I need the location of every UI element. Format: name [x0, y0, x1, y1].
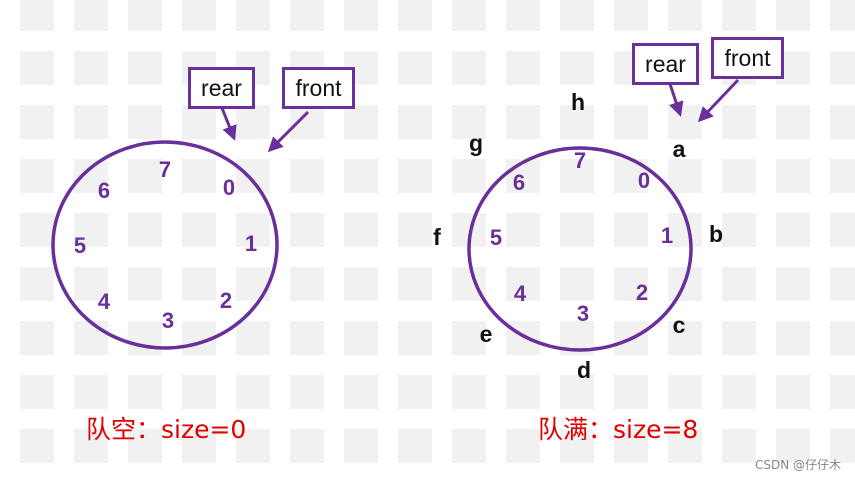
- full-slot-2: 2: [636, 280, 648, 305]
- empty-slot-5: 5: [74, 233, 86, 258]
- full-slot-0: 0: [638, 168, 650, 193]
- full-front-label: front: [724, 44, 771, 71]
- full-slot-3: 3: [577, 301, 589, 326]
- empty-front-pointer-box: front: [282, 67, 355, 109]
- empty-front-label: front: [295, 74, 342, 101]
- empty-slot-4: 4: [98, 289, 111, 314]
- full-slot-6: 6: [513, 170, 525, 195]
- empty-queue-slot-labels: 0 1 2 3 4 5 6 7: [74, 157, 257, 333]
- empty-slot-6: 6: [98, 178, 110, 203]
- empty-rear-label: rear: [201, 74, 242, 101]
- empty-queue-ring: [51, 140, 279, 350]
- full-queue-element-labels: a b c d e f g h: [433, 89, 723, 383]
- full-front-pointer-box: front: [711, 37, 784, 79]
- full-slot-1: 1: [661, 223, 673, 248]
- full-front-arrow: [697, 78, 740, 123]
- element-a: a: [673, 136, 686, 162]
- empty-rear-pointer-box: rear: [188, 67, 255, 109]
- full-rear-arrow: [668, 83, 684, 117]
- full-rear-pointer-box: rear: [632, 43, 699, 85]
- element-d: d: [577, 357, 591, 383]
- empty-front-arrow: [267, 110, 310, 153]
- element-h: h: [571, 89, 585, 115]
- empty-slot-3: 3: [162, 308, 174, 333]
- empty-queue-caption: 队空：size=0: [86, 415, 247, 444]
- empty-rear-arrow: [220, 107, 237, 141]
- full-queue-ring: [467, 146, 693, 352]
- full-queue-slot-labels: 0 1 2 3 4 5 6 7: [490, 148, 673, 326]
- full-rear-label: rear: [645, 50, 686, 77]
- full-slot-7: 7: [574, 148, 586, 173]
- empty-slot-1: 1: [245, 231, 257, 256]
- empty-slot-7: 7: [159, 157, 171, 182]
- element-e: e: [480, 321, 493, 347]
- element-c: c: [673, 312, 686, 338]
- element-g: g: [469, 130, 483, 156]
- element-b: b: [709, 221, 723, 247]
- watermark: CSDN @仔仔木: [754, 458, 841, 472]
- empty-slot-2: 2: [220, 288, 232, 313]
- empty-slot-0: 0: [223, 175, 235, 200]
- full-queue-caption: 队满：size=8: [538, 415, 699, 444]
- full-slot-5: 5: [490, 225, 502, 250]
- element-f: f: [433, 224, 441, 250]
- full-slot-4: 4: [514, 281, 527, 306]
